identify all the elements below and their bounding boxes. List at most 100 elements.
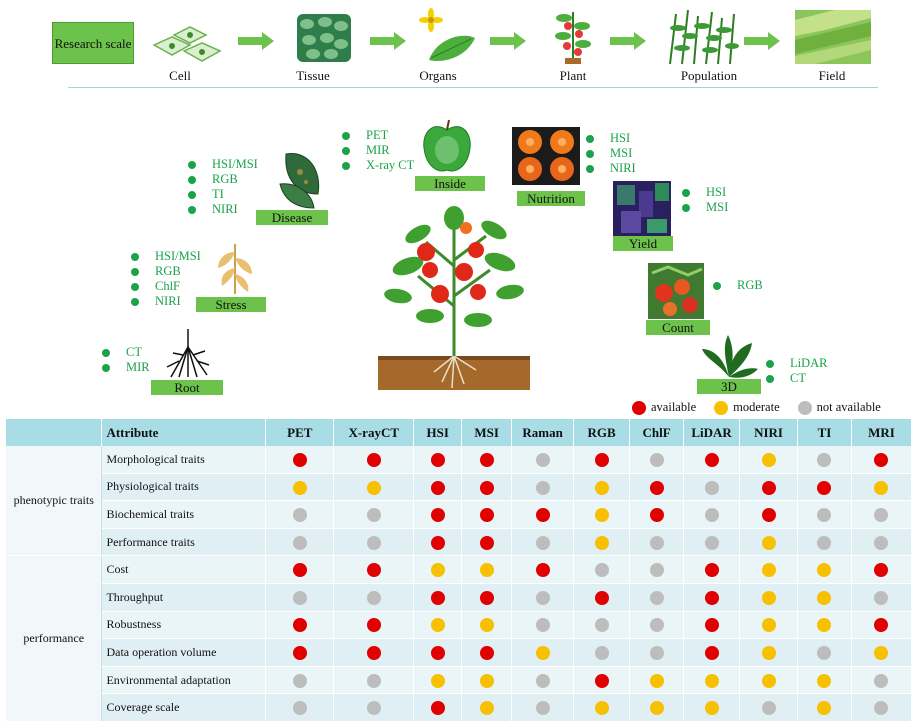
- row-label: Biochemical traits: [101, 500, 267, 529]
- rating-not-available-dot: [649, 646, 664, 661]
- attribute-header: Attribute: [101, 419, 267, 446]
- bullet-icon: [102, 348, 110, 357]
- row-label: Cost: [101, 555, 267, 584]
- rating-cell: [413, 666, 463, 695]
- rating-available-dot: [594, 452, 609, 467]
- rating-not-available-dot: [366, 590, 381, 605]
- rating-cell: [629, 500, 685, 529]
- bullet-icon: [682, 188, 690, 197]
- rating-not-available-dot: [535, 480, 550, 495]
- rating-cell: [333, 583, 415, 612]
- stage-field: Field: [818, 68, 846, 83]
- rating-moderate-dot: [761, 590, 776, 605]
- rating-available-dot: [594, 590, 609, 605]
- rating-moderate-dot: [430, 618, 445, 633]
- rating-cell: [629, 666, 685, 695]
- rating-not-available-dot: [535, 535, 550, 550]
- rating-not-available-dot: [292, 508, 307, 523]
- root-techs: CT MIR: [102, 345, 150, 375]
- rating-not-available-dot: [594, 618, 609, 633]
- rating-not-available-dot: [594, 646, 609, 661]
- rating-cell: [265, 583, 335, 612]
- arrow-icon: [490, 32, 526, 50]
- rating-moderate-dot: [704, 701, 719, 716]
- rating-cell: [461, 638, 513, 667]
- rating-cell: [511, 528, 575, 557]
- rating-available-dot: [366, 646, 381, 661]
- rating-cell: [333, 611, 415, 640]
- rating-available-dot: [430, 590, 445, 605]
- population-icon: [669, 9, 739, 65]
- bullet-icon: [188, 190, 196, 199]
- tomato-plant-illustration: [378, 206, 530, 390]
- rating-cell: [573, 528, 631, 557]
- bullet-icon: [188, 175, 196, 184]
- rating-cell: [413, 473, 463, 502]
- rating-cell: [683, 446, 741, 474]
- rating-moderate-dot: [649, 673, 664, 688]
- rating-available-dot: [479, 508, 494, 523]
- yield-techs: HSI MSI: [682, 185, 728, 215]
- rating-cell: [333, 473, 415, 502]
- rating-cell: [413, 446, 463, 474]
- rating-cell: [683, 555, 741, 584]
- rating-not-available-dot: [874, 535, 889, 550]
- rating-available-dot: [366, 563, 381, 578]
- rating-cell: [265, 638, 335, 667]
- rating-moderate-dot: [292, 480, 307, 495]
- rating-cell: [573, 638, 631, 667]
- row-label: Data operation volume: [101, 638, 267, 667]
- rating-cell: [461, 500, 513, 529]
- bullet-icon: [586, 164, 594, 173]
- rating-cell: [573, 555, 631, 584]
- rating-cell: [265, 446, 335, 474]
- rating-cell: [851, 693, 913, 722]
- bullet-icon: [342, 161, 350, 170]
- rating-available-dot: [874, 452, 889, 467]
- row-label: Performance traits: [101, 528, 267, 557]
- arrow-icon: [744, 32, 780, 50]
- table-row: Robustness: [6, 611, 913, 640]
- rating-not-available-dot: [366, 701, 381, 716]
- rating-cell: [573, 666, 631, 695]
- not-available-dot-icon: [797, 400, 812, 415]
- stage-plant: Plant: [559, 68, 587, 83]
- rating-not-available-dot: [649, 452, 664, 467]
- column-header: PET: [265, 419, 335, 446]
- rating-cell: [739, 611, 798, 640]
- part-label-yield: Yield: [613, 236, 673, 251]
- rating-available-dot: [817, 480, 832, 495]
- arrow-icon: [238, 32, 274, 50]
- rating-moderate-dot: [704, 673, 719, 688]
- bullet-icon: [682, 203, 690, 212]
- rating-cell: [739, 446, 798, 474]
- rating-not-available-dot: [594, 563, 609, 578]
- rating-moderate-dot: [430, 673, 445, 688]
- rating-available-dot: [430, 646, 445, 661]
- rating-cell: [511, 446, 575, 474]
- rating-cell: [683, 473, 741, 502]
- rating-cell: [683, 666, 741, 695]
- rating-available-dot: [704, 618, 719, 633]
- rating-cell: [797, 693, 852, 722]
- part-label-inside: Inside: [415, 176, 485, 191]
- count-image-icon: [648, 263, 704, 319]
- rating-not-available-dot: [704, 480, 719, 495]
- rating-moderate-dot: [479, 618, 494, 633]
- rating-cell: [683, 611, 741, 640]
- rating-not-available-dot: [649, 563, 664, 578]
- group-label: performance: [6, 555, 103, 722]
- rating-cell: [333, 666, 415, 695]
- rating-not-available-dot: [817, 646, 832, 661]
- group-label: phenotypic traits: [6, 446, 103, 557]
- rating-moderate-dot: [817, 590, 832, 605]
- rating-available-dot: [535, 563, 550, 578]
- legend: available moderate not available: [632, 400, 881, 415]
- disease-techs: HSI/MSI RGB TI NIRI: [188, 157, 258, 217]
- rating-moderate-dot: [761, 452, 776, 467]
- organs-icon: [419, 8, 475, 62]
- rating-available-dot: [535, 508, 550, 523]
- bullet-icon: [131, 252, 139, 261]
- rating-cell: [851, 611, 913, 640]
